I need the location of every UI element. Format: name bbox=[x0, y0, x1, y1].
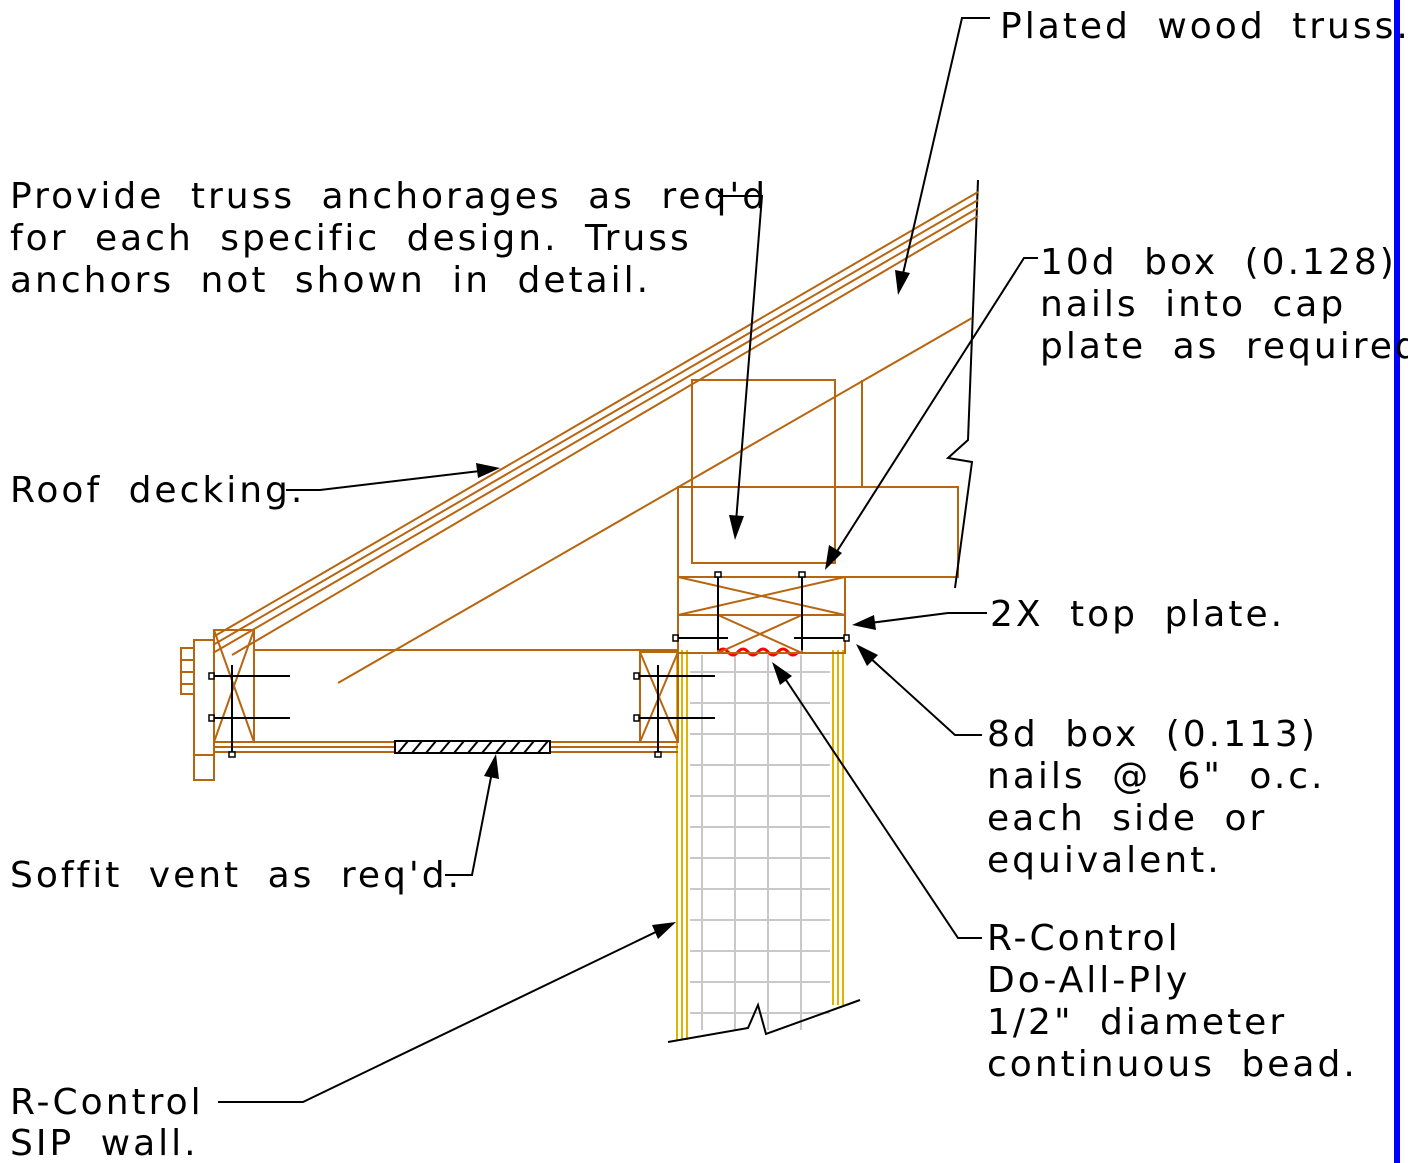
truss-top-chord bbox=[337, 317, 973, 684]
sub-fascia-block bbox=[213, 629, 255, 743]
leader-plated-truss bbox=[895, 17, 990, 295]
label-soffit-vent: Soffit vent as req'd. bbox=[10, 855, 462, 896]
label-top-plate: 2X top plate. bbox=[990, 594, 1285, 635]
label-sealant: R-Control Do-All-Ply 1/2" diameter conti… bbox=[987, 918, 1358, 1085]
leader-sip-wall bbox=[218, 922, 676, 1103]
leader-8d-nails bbox=[856, 644, 982, 736]
top-plate-upper bbox=[677, 576, 846, 616]
label-plated-truss: Plated wood truss. bbox=[1000, 6, 1408, 47]
label-8d-nails: 8d box (0.113) nails @ 6" o.c. each side… bbox=[987, 714, 1352, 881]
truss-heel bbox=[677, 379, 959, 578]
foam-core-grid bbox=[690, 655, 830, 1030]
leader-roof-decking bbox=[286, 463, 500, 491]
sip-wall bbox=[667, 650, 861, 1043]
roof-decking bbox=[212, 191, 979, 656]
wall-break-line bbox=[667, 999, 861, 1043]
soffit-vent bbox=[394, 740, 551, 754]
leader-truss-anchorage bbox=[718, 195, 764, 540]
fascia-board bbox=[180, 639, 215, 781]
label-sip-wall: R-Control SIP wall. bbox=[10, 1082, 230, 1163]
leader-top-plate bbox=[852, 612, 987, 630]
top-plate-lower bbox=[677, 614, 846, 654]
top-plate-nails-8d bbox=[672, 634, 850, 642]
leader-soffit-vent bbox=[445, 754, 499, 876]
soffit-nails bbox=[208, 665, 715, 758]
leader-sealant bbox=[772, 662, 982, 939]
label-roof-decking: Roof decking. bbox=[10, 470, 305, 511]
cap-plate-nails-10d bbox=[714, 571, 806, 650]
label-10d-nails: 10d box (0.128) nails into cap plate as … bbox=[1040, 242, 1408, 367]
sip-outer-skin bbox=[832, 650, 844, 1005]
truss-break-line bbox=[945, 179, 979, 589]
label-truss-anchorage: Provide truss anchorages as req'd for ea… bbox=[10, 176, 795, 301]
drawing-border bbox=[1394, 0, 1400, 1163]
leader-10d-nails bbox=[825, 257, 1038, 570]
